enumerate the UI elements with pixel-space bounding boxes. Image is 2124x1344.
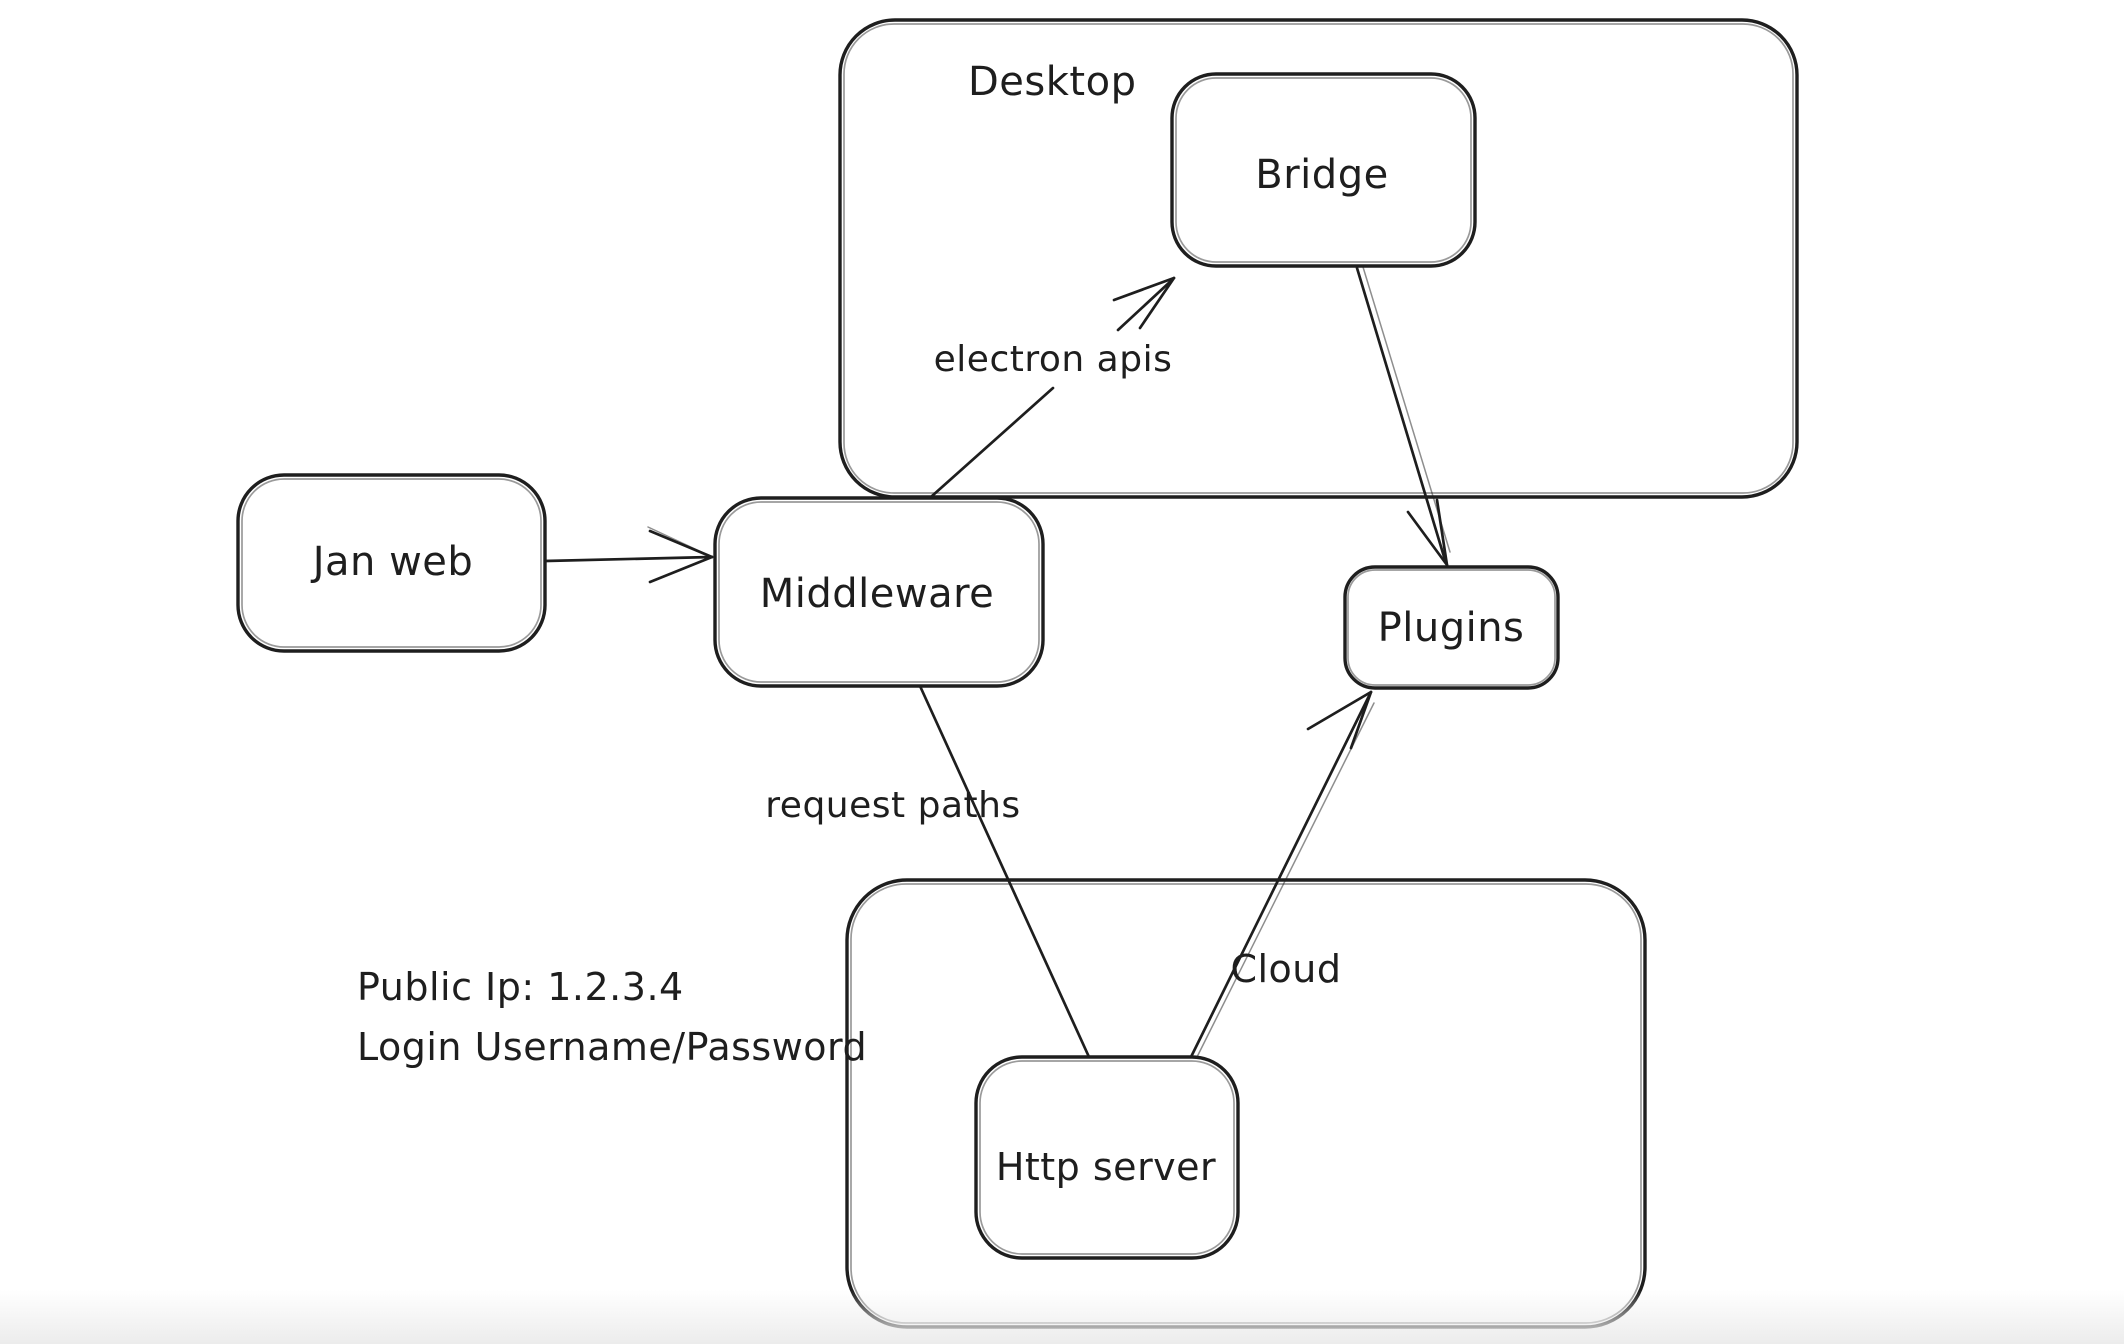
http-server-label[interactable]: Http server (996, 1145, 1216, 1189)
jan-web-label[interactable]: Jan web (310, 539, 474, 585)
jan-web-box-sketch (241, 478, 542, 648)
arrowhead-bridge-plugins-barb1 (1406, 510, 1449, 567)
plugins-box-sketch (1347, 569, 1556, 686)
plugins-box[interactable] (1343, 565, 1560, 690)
edge-httpserver-plugins-sketch (1196, 702, 1375, 1058)
edge-janweb-to-middleware[interactable] (543, 526, 714, 584)
http-server-box-sketch (979, 1060, 1235, 1255)
public-ip-annotation[interactable]: Public Ip: 1.2.3.4 (357, 965, 684, 1009)
node-http-server[interactable]: Http server (974, 1055, 1240, 1260)
jan-web-box[interactable] (236, 473, 547, 653)
node-jan-web[interactable]: Jan web (236, 473, 547, 653)
edge-bridge-plugins-line[interactable] (1355, 266, 1447, 562)
node-bridge[interactable]: Bridge (1170, 72, 1477, 268)
middleware-label[interactable]: Middleware (760, 571, 995, 617)
container-desktop[interactable]: Desktop (838, 18, 1799, 499)
middleware-box[interactable] (713, 496, 1045, 688)
cloud-container-label[interactable]: Cloud (1230, 947, 1341, 991)
arrowhead-janweb-middleware-sketch (647, 526, 709, 556)
electron-apis-edge-label[interactable]: electron apis (934, 339, 1173, 380)
arrowhead-bridge-plugins-barb2 (1435, 498, 1449, 567)
arrowhead-middleware-bridge-barb1 (1112, 276, 1176, 302)
edge-httpserver-to-plugins[interactable] (1189, 690, 1375, 1059)
edge-bridge-plugins-sketch (1362, 266, 1451, 553)
edge-middleware-bridge-segment2[interactable] (1116, 278, 1174, 332)
edge-middleware-to-bridge[interactable] (930, 276, 1176, 498)
desktop-container-label[interactable]: Desktop (968, 59, 1136, 105)
edge-middleware-bridge-segment1[interactable] (930, 386, 1055, 498)
edge-middleware-to-httpserver[interactable] (918, 684, 1091, 1059)
desktop-container-box[interactable] (838, 18, 1799, 499)
plugins-label[interactable]: Plugins (1378, 605, 1525, 651)
arrowhead-janweb-middleware-barb2 (648, 555, 714, 584)
edge-httpserver-plugins-line[interactable] (1189, 694, 1371, 1059)
bridge-label[interactable]: Bridge (1255, 152, 1388, 198)
desktop-container-box-sketch (843, 23, 1794, 494)
request-paths-edge-label[interactable]: request paths (765, 785, 1020, 826)
bridge-box[interactable] (1170, 72, 1477, 268)
arrowhead-httpserver-plugins-barb1 (1306, 690, 1373, 731)
login-annotation[interactable]: Login Username/Password (357, 1025, 867, 1069)
node-plugins[interactable]: Plugins (1343, 565, 1560, 690)
edge-bridge-to-plugins[interactable] (1355, 266, 1451, 567)
middleware-box-sketch (718, 501, 1040, 683)
arrowhead-middleware-bridge-barb2 (1138, 276, 1176, 330)
bridge-box-sketch (1175, 77, 1472, 263)
node-middleware[interactable]: Middleware (713, 496, 1045, 688)
http-server-box[interactable] (974, 1055, 1240, 1260)
edge-janweb-middleware-line[interactable] (543, 555, 714, 563)
edge-middleware-httpserver-line[interactable] (918, 684, 1091, 1059)
arrowhead-httpserver-plugins-barb2 (1349, 690, 1373, 750)
